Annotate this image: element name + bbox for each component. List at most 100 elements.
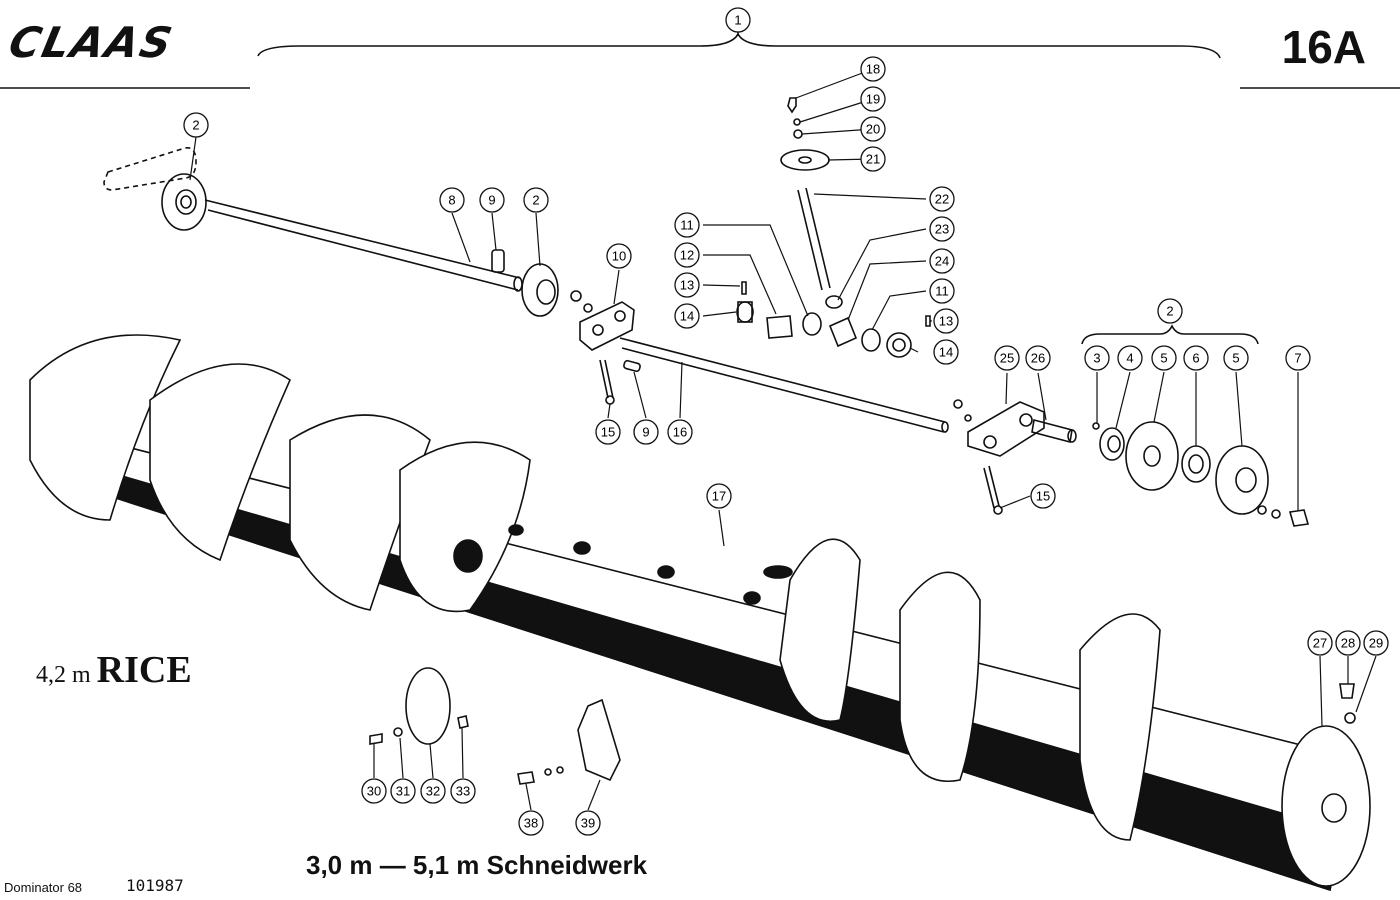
callout-24: 24 xyxy=(929,248,955,274)
callout-circle xyxy=(183,112,209,138)
auger-tube-17 xyxy=(29,334,1371,892)
callout-10: 10 xyxy=(606,243,632,269)
callout-circle xyxy=(518,810,544,836)
callout-23: 23 xyxy=(929,216,955,242)
callout-number: 2 xyxy=(1166,304,1173,319)
callout-number: 31 xyxy=(396,784,410,799)
callout-circle xyxy=(420,778,446,804)
callout-number: 11 xyxy=(680,218,694,233)
callout-number: 15 xyxy=(601,425,615,440)
bracket-25 xyxy=(953,399,1045,457)
callout-number: 14 xyxy=(680,309,694,324)
callout-circle xyxy=(1183,345,1209,371)
callout-circle xyxy=(725,7,751,33)
callout-circle xyxy=(1223,345,1249,371)
callout-11: 11 xyxy=(674,212,700,238)
rice-word: RICE xyxy=(96,649,192,691)
callout-circle xyxy=(1285,345,1311,371)
callout-5: 5 xyxy=(1223,345,1249,371)
cutter-bar-label: 3,0 m — 5,1 m Schneidwerk xyxy=(306,850,648,880)
bushing-set xyxy=(736,281,931,358)
callout-circle xyxy=(1084,345,1110,371)
flange-bearing-middle xyxy=(521,263,559,317)
callout-circle xyxy=(1363,630,1389,656)
callout-2: 2 xyxy=(523,187,549,213)
callout-circle xyxy=(674,272,700,298)
leader-lines xyxy=(189,68,1377,811)
callout-circle xyxy=(439,187,465,213)
callout-circle xyxy=(479,187,505,213)
callout-1: 1 xyxy=(725,7,751,33)
callout-circle xyxy=(361,778,387,804)
callout-number: 17 xyxy=(712,489,726,504)
callout-20: 20 xyxy=(860,116,886,142)
callout-number: 19 xyxy=(866,92,880,107)
key-9-lower xyxy=(623,359,641,373)
callout-circle xyxy=(994,345,1020,371)
callout-38: 38 xyxy=(518,810,544,836)
callout-number: 2 xyxy=(192,118,199,133)
callout-27: 27 xyxy=(1307,630,1333,656)
callout-circle xyxy=(1157,298,1183,324)
shaft-16 xyxy=(619,337,949,433)
callout-number: 9 xyxy=(488,193,495,208)
callout-3: 3 xyxy=(1084,345,1110,371)
callout-circle xyxy=(929,216,955,242)
callout-circle xyxy=(450,778,476,804)
callout-2: 2 xyxy=(1157,298,1183,324)
callout-circle xyxy=(1117,345,1143,371)
callout-number: 4 xyxy=(1126,351,1133,366)
callout-32: 32 xyxy=(420,778,446,804)
callout-circle xyxy=(860,56,886,82)
callout-21: 21 xyxy=(860,146,886,172)
callout-number: 6 xyxy=(1192,351,1199,366)
drive-shaft-8 xyxy=(204,199,523,292)
callout-29: 29 xyxy=(1363,630,1389,656)
callout-12: 12 xyxy=(674,242,700,268)
callout-number: 28 xyxy=(1341,636,1355,651)
callout-circle xyxy=(595,419,621,445)
key-9-upper xyxy=(491,249,505,273)
group-brace-1 xyxy=(257,32,1221,59)
callout-39: 39 xyxy=(575,810,601,836)
callout-number: 3 xyxy=(1093,351,1100,366)
callout-circle xyxy=(1307,630,1333,656)
callout-28: 28 xyxy=(1335,630,1361,656)
callout-25: 25 xyxy=(994,345,1020,371)
callout-circle xyxy=(674,303,700,329)
callout-circle xyxy=(1335,630,1361,656)
callout-number: 13 xyxy=(680,278,694,293)
callout-number: 21 xyxy=(866,152,880,167)
callout-number: 16 xyxy=(673,425,687,440)
callout-number: 29 xyxy=(1369,636,1383,651)
flange-bearing-left xyxy=(161,173,207,231)
callout-circle xyxy=(933,339,959,365)
callout-13: 13 xyxy=(933,308,959,334)
callout-9: 9 xyxy=(633,419,659,445)
callout-number: 14 xyxy=(939,345,953,360)
callout-18: 18 xyxy=(860,56,886,82)
callout-circle xyxy=(706,483,732,509)
callout-number: 10 xyxy=(612,249,626,264)
callout-30: 30 xyxy=(361,778,387,804)
callout-9: 9 xyxy=(479,187,505,213)
callout-number: 23 xyxy=(935,222,949,237)
callout-number: 25 xyxy=(1000,351,1014,366)
callout-15: 15 xyxy=(595,419,621,445)
callout-26: 26 xyxy=(1025,345,1051,371)
finger-plate-group xyxy=(517,698,621,785)
callout-number: 32 xyxy=(426,784,440,799)
callout-5: 5 xyxy=(1151,345,1177,371)
rice-size: 4,2 m xyxy=(36,662,91,688)
callout-circle xyxy=(523,187,549,213)
callout-number: 30 xyxy=(367,784,381,799)
callout-circle xyxy=(667,419,693,445)
callout-16: 16 xyxy=(667,419,693,445)
callout-number: 11 xyxy=(935,284,949,299)
cover-group xyxy=(369,667,469,745)
callout-number: 22 xyxy=(935,192,949,207)
callout-circle xyxy=(860,146,886,172)
